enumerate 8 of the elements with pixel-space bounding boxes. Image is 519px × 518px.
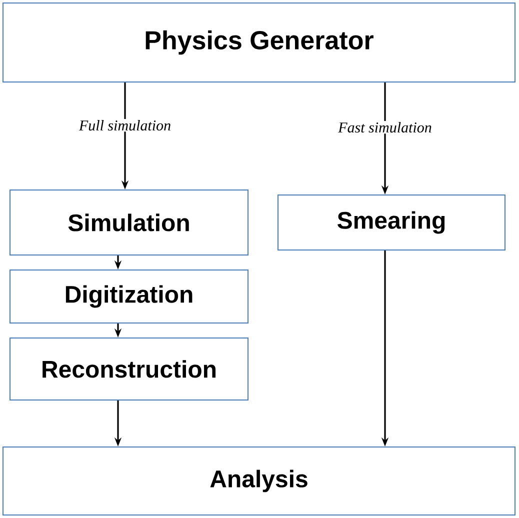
process-box: Physics Generator <box>2 2 516 82</box>
process-box: Reconstruction <box>10 338 248 400</box>
process-box: Digitization <box>10 270 248 324</box>
edge-label: Full simulation <box>78 119 172 132</box>
process-box: Simulation <box>10 190 248 256</box>
edge-label: Fast simulation <box>337 121 433 134</box>
process-box: Smearing <box>278 194 506 250</box>
process-box: Analysis <box>2 446 516 516</box>
